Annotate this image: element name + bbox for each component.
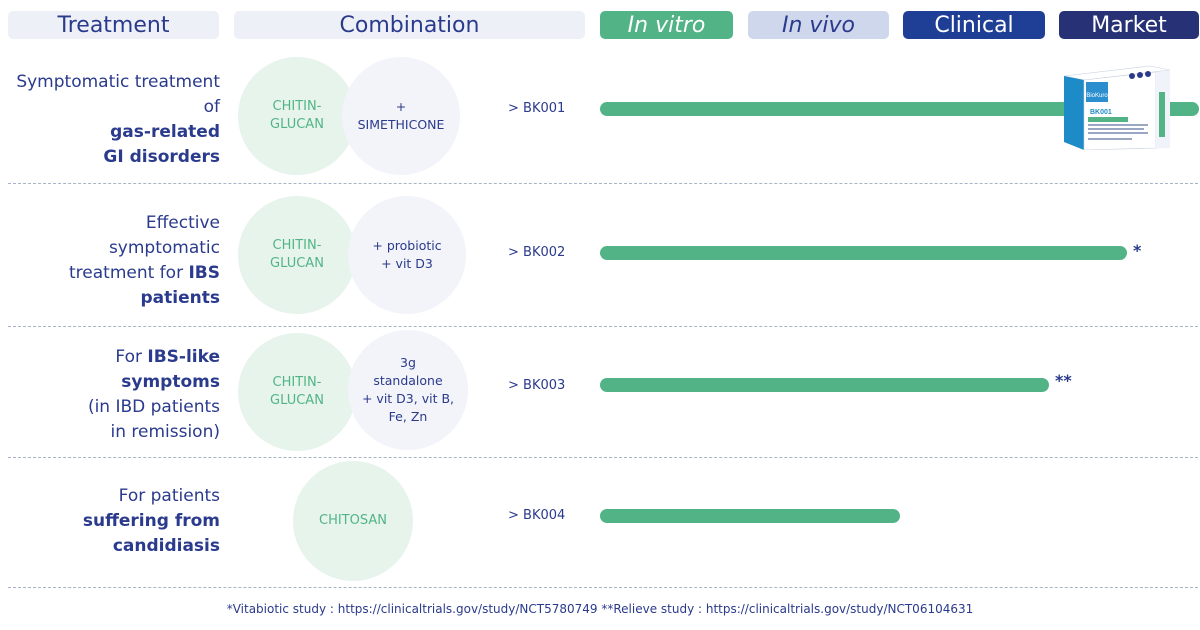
row2-treatment-line: treatment for	[69, 263, 189, 283]
row-divider	[8, 457, 1198, 458]
header-in-vivo: In vivo	[748, 11, 889, 39]
footnote-text: *Vitabiotic study : https://clinicaltria…	[226, 602, 974, 616]
row3-treatment-bold: symptoms	[121, 372, 220, 392]
row2-treatment-bold: patients	[140, 288, 220, 308]
row3-treatment-bold: IBS-like	[147, 347, 220, 367]
header-treatment: Treatment	[8, 11, 219, 39]
row2-footnote-mark: *	[1133, 241, 1142, 260]
row1-base-circle: CHITIN- GLUCAN	[238, 57, 356, 175]
header-market: Market	[1059, 11, 1199, 39]
header-combination: Combination	[234, 11, 585, 39]
row2-treatment-line: symptomatic	[108, 238, 220, 258]
row2-treatment-bold: IBS	[188, 263, 220, 283]
row2-code: > BK002	[508, 245, 566, 260]
row3-treatment-line: in remission)	[110, 422, 220, 442]
row1-treatment-line: Symptomatic treatment of	[16, 72, 220, 117]
row3-footnote-mark: **	[1055, 371, 1072, 390]
row2-treatment: Effective symptomatic treatment for IBS …	[69, 211, 220, 311]
row-divider	[8, 587, 1198, 588]
row2-treatment-line: Effective	[145, 213, 220, 233]
product-box-name: BK001	[1090, 109, 1112, 116]
row1-treatment-bold: gas-related	[110, 122, 220, 142]
row4-code: > BK004	[508, 508, 566, 523]
product-box-image: BioKuro BK001	[1063, 65, 1171, 150]
row3-treatment-line: (in IBD patients	[87, 397, 220, 417]
row-divider	[8, 326, 1198, 327]
row1-combo-circle: + SIMETHICONE	[342, 57, 460, 175]
row4-progress-bar	[600, 509, 900, 523]
row-divider	[8, 183, 1198, 184]
row4-treatment-bold: suffering from	[82, 511, 220, 531]
row1-progress-bar	[600, 102, 1199, 116]
row4-treatment-line: For patients	[118, 486, 220, 506]
row3-combo-circle: 3g standalone + vit D3, vit B, Fe, Zn	[348, 330, 468, 450]
row1-treatment: Symptomatic treatment of gas-related GI …	[0, 70, 220, 170]
row2-progress-bar	[600, 246, 1127, 260]
row2-base-circle: CHITIN- GLUCAN	[238, 196, 356, 314]
row1-treatment-bold: GI disorders	[103, 147, 220, 167]
row4-base-circle: CHITOSAN	[293, 461, 413, 581]
row4-treatment-bold: candidiasis	[112, 536, 220, 556]
row1-code: > BK001	[508, 101, 566, 116]
row3-treatment: For IBS-like symptoms (in IBD patients i…	[88, 345, 220, 445]
row3-base-circle: CHITIN- GLUCAN	[238, 333, 356, 451]
header-clinical: Clinical	[903, 11, 1045, 39]
row3-code: > BK003	[508, 378, 566, 393]
row3-progress-bar	[600, 378, 1049, 392]
row4-treatment: For patients suffering from candidiasis	[83, 484, 220, 559]
header-in-vitro: In vitro	[600, 11, 733, 39]
row2-combo-circle: + probiotic + vit D3	[348, 196, 466, 314]
row3-treatment-line: For	[115, 347, 148, 367]
product-box-brand: BioKuro	[1086, 93, 1108, 99]
